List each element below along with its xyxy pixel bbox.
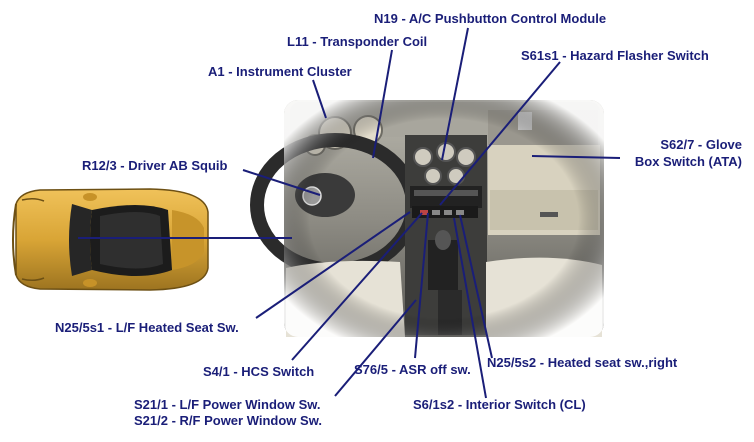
leader-lines	[78, 27, 621, 399]
leader-n25-5s2	[459, 214, 493, 359]
label-n25-5s2: N25/5s2 - Heated seat sw.,right	[487, 355, 678, 370]
leader-r12-3	[242, 169, 321, 196]
label-n19: N19 - A/C Pushbutton Control Module	[374, 11, 607, 26]
label-l11: L11 - Transponder Coil	[287, 34, 428, 49]
leader-s76-5	[414, 212, 429, 359]
interior-photo	[250, 100, 604, 337]
label-a1: A1 - Instrument Cluster	[208, 64, 352, 79]
label-s4-1: S4/1 - HCS Switch	[203, 364, 315, 379]
leader-n25-5s1	[255, 211, 411, 319]
label-r12-3: R12/3 - Driver AB Squib	[82, 158, 228, 173]
leader-s61s1	[439, 61, 561, 206]
leader-a1	[312, 79, 327, 119]
label-s76-5: S76/5 - ASR off sw.	[354, 362, 471, 377]
label-s6-1s2: S6/1s2 - Interior Switch (CL)	[413, 397, 586, 412]
label-s62-7-line1: S62/7 - Glove	[660, 137, 742, 152]
label-s62-7-line2: Box Switch (ATA)	[634, 154, 742, 169]
label-s21-2: S21/2 - R/F Power Window Sw.	[134, 413, 322, 428]
label-n25-5s1: N25/5s1 - L/F Heated Seat Sw.	[55, 320, 239, 335]
leader-s21	[334, 299, 417, 397]
car-top-view	[12, 188, 209, 291]
label-s61s1: S61s1 - Hazard Flasher Switch	[521, 48, 709, 63]
leader-s6-1s2	[453, 217, 487, 399]
label-s21-1: S21/1 - L/F Power Window Sw.	[134, 397, 321, 412]
leader-s62-7	[531, 155, 621, 159]
leader-l11	[372, 49, 393, 159]
leader-s4-1	[291, 212, 423, 361]
leader-n19	[441, 27, 469, 161]
